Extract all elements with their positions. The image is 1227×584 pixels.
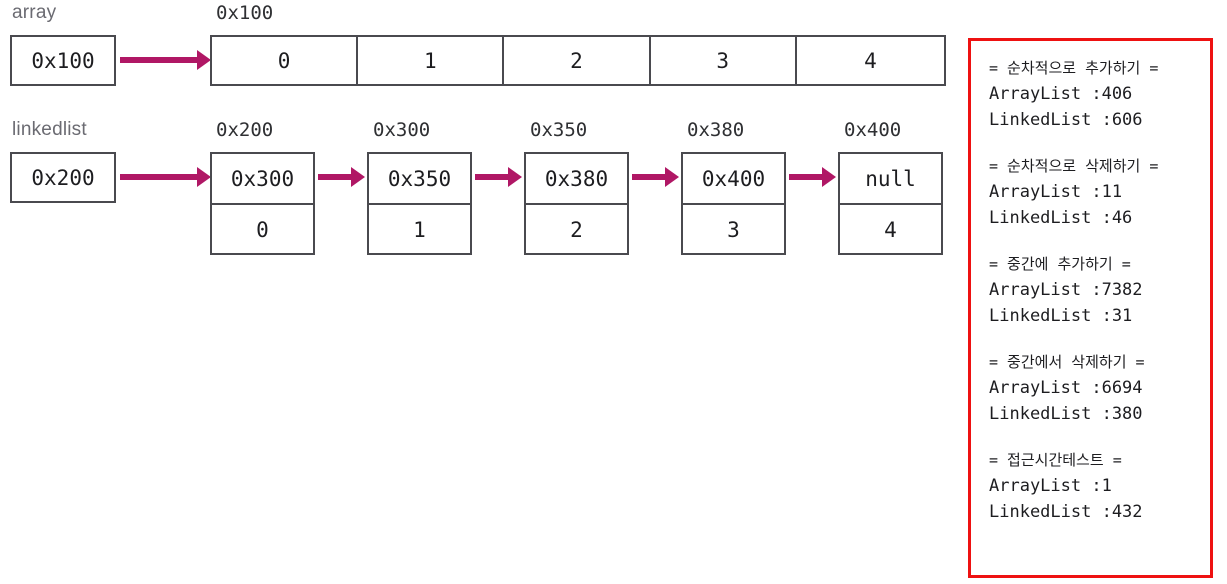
linkedlist-variable-label: linkedlist — [12, 119, 87, 140]
node-next-cell: 0x350 — [369, 154, 470, 205]
console-result-line: ArrayList :1 — [989, 476, 1112, 496]
console-result-line: ArrayList :7382 — [989, 280, 1143, 300]
console-result-line: LinkedList :46 — [989, 208, 1133, 228]
node-next-value: null — [865, 166, 916, 191]
node-next-value: 0x400 — [701, 166, 766, 191]
console-block-heading: = 중간에서 삭제하기 = — [989, 353, 1145, 371]
node-link-arrow — [318, 174, 352, 180]
node-next-value: 0x300 — [230, 166, 295, 191]
node-link-arrow — [789, 174, 823, 180]
console-block: = 순차적으로 삭제하기 = ArrayList :11 LinkedList … — [989, 153, 1210, 231]
array-reference-box: 0x100 — [10, 35, 116, 86]
node-next-value: 0x350 — [387, 166, 452, 191]
console-spacer — [989, 133, 1210, 153]
console-block-heading: = 순차적으로 추가하기 = — [989, 59, 1159, 77]
node-next-cell: 0x300 — [212, 154, 313, 205]
array-cell-value: 3 — [716, 48, 730, 73]
console-block: = 접근시간테스트 = ArrayList :1 LinkedList :432 — [989, 447, 1210, 525]
array-cell-value: 4 — [864, 48, 877, 73]
node-data-value: 0 — [256, 218, 269, 242]
array-reference-value: 0x100 — [31, 48, 95, 73]
node-address-label: 0x350 — [530, 119, 588, 141]
node-link-arrow — [475, 174, 509, 180]
array-pointer-arrow — [120, 57, 198, 63]
array-container: 0 1 2 3 4 — [210, 35, 946, 86]
node-data-cell: 3 — [683, 205, 784, 255]
console-output-panel: = 순차적으로 추가하기 = ArrayList :406 LinkedList… — [968, 38, 1213, 578]
console-block: = 중간에서 삭제하기 = ArrayList :6694 LinkedList… — [989, 349, 1210, 427]
console-output-body: = 순차적으로 추가하기 = ArrayList :406 LinkedList… — [971, 41, 1210, 525]
linkedlist-node: 0x400 3 — [681, 152, 786, 255]
array-cell: 4 — [797, 37, 944, 84]
node-link-arrow — [632, 174, 666, 180]
node-next-value: 0x380 — [544, 166, 609, 191]
array-cell: 2 — [504, 37, 651, 84]
array-cell-value: 2 — [570, 48, 583, 73]
linkedlist-head-arrow — [120, 174, 198, 180]
console-result-line: LinkedList :432 — [989, 502, 1143, 522]
console-block: = 중간에 추가하기 = ArrayList :7382 LinkedList … — [989, 251, 1210, 329]
linkedlist-node: null 4 — [838, 152, 943, 255]
console-block-heading: = 중간에 추가하기 = — [989, 255, 1131, 273]
node-next-cell: 0x380 — [526, 154, 627, 205]
node-address-label: 0x300 — [373, 119, 431, 141]
console-block: = 순차적으로 추가하기 = ArrayList :406 LinkedList… — [989, 55, 1210, 133]
array-cell: 3 — [651, 37, 797, 84]
console-block-heading: = 접근시간테스트 = — [989, 451, 1122, 469]
linkedlist-reference-box: 0x200 — [10, 152, 116, 203]
node-data-cell: 0 — [212, 205, 313, 255]
console-result-line: LinkedList :31 — [989, 306, 1133, 326]
array-cell: 0 — [212, 37, 359, 84]
linkedlist-node: 0x350 1 — [367, 152, 472, 255]
node-data-cell: 4 — [840, 205, 941, 255]
node-data-value: 1 — [413, 218, 426, 242]
array-base-address-label: 0x100 — [216, 2, 274, 24]
node-address-label: 0x380 — [687, 119, 745, 141]
linkedlist-node: 0x380 2 — [524, 152, 629, 255]
node-next-cell: null — [840, 154, 941, 205]
linkedlist-node: 0x300 0 — [210, 152, 315, 255]
console-result-line: ArrayList :406 — [989, 84, 1133, 104]
console-result-line: ArrayList :11 — [989, 182, 1123, 202]
array-cell: 1 — [358, 37, 505, 84]
node-address-label: 0x200 — [216, 119, 274, 141]
console-result-line: LinkedList :380 — [989, 404, 1143, 424]
node-next-cell: 0x400 — [683, 154, 784, 205]
array-cell-value: 1 — [423, 48, 437, 73]
console-result-line: ArrayList :6694 — [989, 378, 1143, 398]
node-data-value: 2 — [570, 218, 583, 242]
node-address-label: 0x400 — [844, 119, 902, 141]
node-data-value: 3 — [727, 218, 740, 242]
node-data-value: 4 — [884, 218, 897, 242]
linkedlist-reference-value: 0x200 — [31, 165, 95, 190]
node-data-cell: 2 — [526, 205, 627, 255]
console-spacer — [989, 231, 1210, 251]
array-cell-value: 0 — [277, 48, 291, 73]
console-result-line: LinkedList :606 — [989, 110, 1143, 130]
console-spacer — [989, 329, 1210, 349]
array-variable-label: array — [12, 2, 57, 23]
console-block-heading: = 순차적으로 삭제하기 = — [989, 157, 1159, 175]
console-spacer — [989, 427, 1210, 447]
node-data-cell: 1 — [369, 205, 470, 255]
